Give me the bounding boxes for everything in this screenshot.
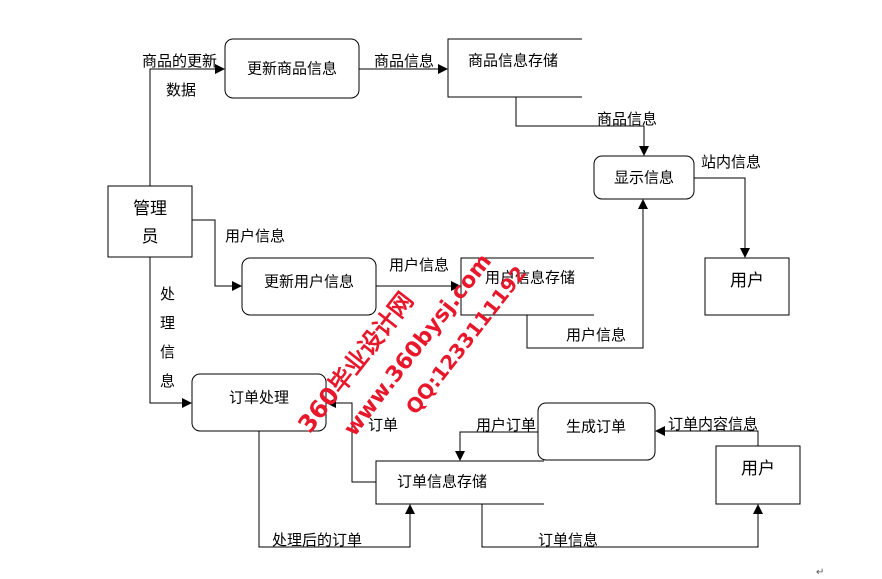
arrow-update-goods [215, 64, 225, 74]
arrow-generate-order [655, 426, 665, 436]
label-process-info-char: 息 [160, 372, 175, 390]
node-update-goods-label: 更新商品信息 [247, 60, 337, 78]
flow-processed-order [258, 431, 411, 548]
flow-order-store-to-process [334, 402, 376, 483]
node-order-process: 订单处理 [191, 373, 327, 432]
flow-admin-to-update-user [192, 219, 234, 287]
label-order-info: 订单信息 [538, 531, 598, 549]
node-generate-order: 生成订单 [537, 402, 656, 461]
node-admin: 管理 员 [107, 185, 193, 258]
store-goods: 商品信息存储 [447, 38, 582, 98]
flow-admin-to-update-goods [149, 68, 217, 186]
label-process-info-vertical: 处 理 信 息 [160, 285, 175, 390]
label-process-info-char: 信 [160, 343, 175, 361]
node-user-top-label: 用户 [730, 271, 764, 291]
node-generate-order-label: 生成订单 [566, 418, 626, 436]
node-order-process-label: 订单处理 [229, 389, 289, 407]
label-goods-info-to-store: 商品信息 [374, 52, 434, 70]
paragraph-mark: ↵ [816, 567, 824, 578]
node-user-top: 用户 [704, 257, 790, 316]
label-site-info: 站内信息 [701, 153, 761, 171]
node-display-info: 显示信息 [593, 155, 695, 200]
label-user-order: 用户订单 [476, 416, 536, 434]
label-process-info-char: 理 [160, 314, 175, 332]
store-goods-label: 商品信息存储 [468, 52, 558, 70]
arrow-order-store-from-generate [455, 451, 465, 461]
label-processed-order: 处理后的订单 [272, 531, 362, 549]
flow-admin-to-order-process [149, 257, 184, 404]
label-process-info-char: 处 [160, 285, 175, 303]
flow-display-to-user-top [694, 177, 746, 250]
node-update-goods: 更新商品信息 [224, 38, 360, 99]
node-update-user: 更新用户信息 [241, 257, 377, 316]
node-admin-label-line1: 管理 [133, 199, 167, 219]
flow-generate-to-order-store [459, 431, 538, 453]
node-update-user-label: 更新用户信息 [264, 273, 354, 291]
label-goods-update-data-1: 商品的更新 [142, 52, 217, 70]
label-order-content-info: 订单内容信息 [668, 415, 758, 433]
arrow-order-process [182, 398, 192, 408]
label-user-info-to-display: 用户信息 [566, 326, 626, 344]
arrow-display-from-user [638, 199, 648, 209]
label-user-info-from-admin: 用户信息 [225, 227, 285, 245]
flow-goods-store-to-display [515, 97, 645, 148]
node-user-bottom: 用户 [715, 445, 801, 505]
label-order-to-process: 订单 [368, 416, 398, 434]
arrow-user-bottom [753, 504, 763, 514]
store-order: 订单信息存储 [375, 460, 544, 505]
label-goods-update-data-2: 数据 [166, 81, 196, 99]
arrow-user-store [451, 281, 461, 291]
flow-user-bottom-to-generate [663, 430, 759, 446]
store-user-label: 用户信息存储 [485, 269, 575, 287]
label-user-info-to-store: 用户信息 [389, 256, 449, 274]
arrow-display-from-goods [639, 146, 649, 156]
arrow-update-user [232, 281, 242, 291]
store-order-label: 订单信息存储 [397, 473, 487, 491]
label-goods-info-to-display: 商品信息 [597, 110, 657, 128]
arrow-order-process-from-store [326, 398, 336, 408]
arrow-user-top [740, 248, 750, 258]
flow-user-store-to-display [526, 207, 644, 349]
node-display-info-label: 显示信息 [614, 169, 674, 187]
arrow-goods-store [438, 64, 448, 74]
arrow-order-store-processed [405, 504, 415, 514]
node-user-bottom-label: 用户 [741, 459, 775, 479]
node-admin-label-line2: 员 [142, 227, 159, 247]
flow-order-info-to-user [481, 504, 759, 548]
